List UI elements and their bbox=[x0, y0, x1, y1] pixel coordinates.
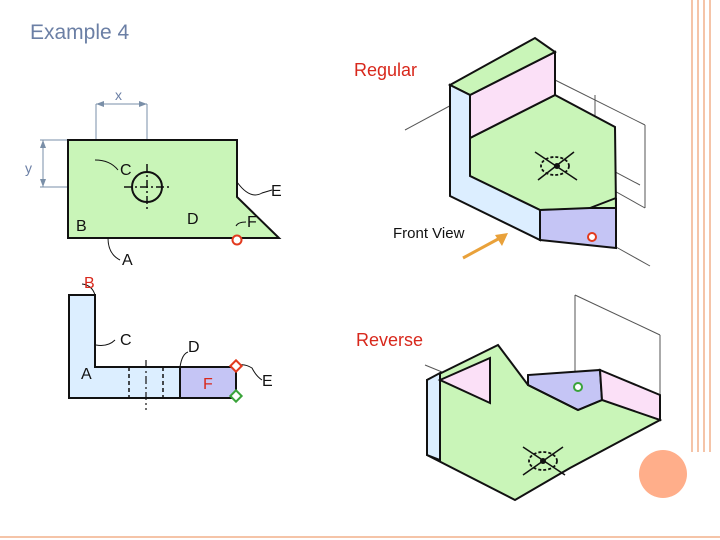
green-circle-marker-icon bbox=[573, 382, 583, 392]
front-label-a: A bbox=[81, 366, 92, 383]
hole-crosshair-icon bbox=[124, 164, 170, 210]
top-label-a: A bbox=[122, 252, 133, 269]
top-view: x y C E D B F A bbox=[25, 87, 282, 269]
regular-front-purple-face bbox=[539, 207, 617, 250]
arrow-icon bbox=[462, 233, 508, 260]
top-label-b: B bbox=[76, 218, 87, 235]
top-label-f: F bbox=[247, 214, 257, 231]
top-label-e: E bbox=[271, 183, 282, 200]
red-circle-marker-icon bbox=[231, 234, 243, 246]
hole-crosshair-icon bbox=[534, 151, 578, 181]
decorative-circle bbox=[639, 450, 687, 498]
reverse-right-pink-face bbox=[598, 368, 661, 422]
reverse-left-strip-face bbox=[426, 371, 441, 462]
regular-isometric-view: Front View bbox=[393, 36, 651, 267]
top-label-c: C bbox=[120, 162, 132, 179]
y-dimension-label: y bbox=[25, 160, 32, 176]
front-view: B C D A F E bbox=[68, 275, 273, 410]
front-label-d: D bbox=[188, 339, 200, 356]
reverse-label: Reverse bbox=[356, 330, 423, 350]
front-label-e: E bbox=[262, 373, 273, 390]
front-view-label: Front View bbox=[393, 225, 465, 242]
front-label-b: B bbox=[84, 275, 95, 292]
top-view-plate bbox=[67, 139, 282, 239]
front-label-c: C bbox=[120, 332, 132, 349]
regular-label: Regular bbox=[354, 60, 417, 80]
red-circle-marker-icon bbox=[228, 358, 244, 374]
reverse-base-top-face bbox=[426, 343, 663, 502]
front-label-f: F bbox=[203, 376, 213, 393]
red-circle-marker-icon bbox=[587, 232, 597, 242]
reverse-isometric-view bbox=[424, 294, 663, 502]
top-label-d: D bbox=[187, 211, 199, 228]
hole-crosshair-icon bbox=[522, 446, 566, 476]
reverse-left-pink-face bbox=[437, 356, 491, 405]
slide-title: Example 4 bbox=[30, 21, 130, 44]
x-dimension-label: x bbox=[115, 87, 122, 103]
front-view-end-block bbox=[179, 366, 237, 399]
green-circle-marker-icon bbox=[228, 388, 244, 404]
